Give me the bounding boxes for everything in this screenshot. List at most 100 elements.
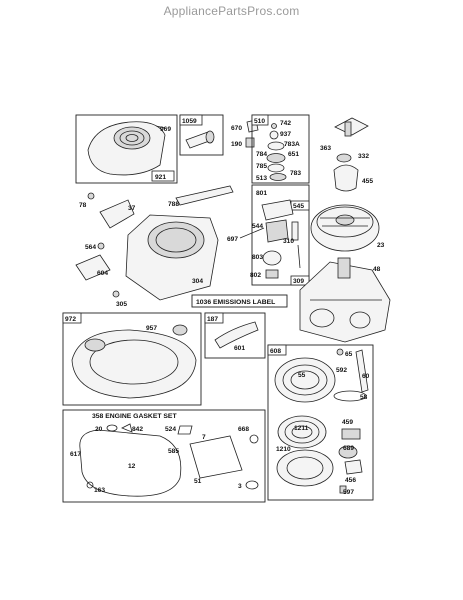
part-1210-label: 1210	[276, 446, 291, 453]
kit-187-group: 187 601	[204, 312, 266, 359]
part-783-label: 783	[290, 170, 301, 177]
part-784-label: 784	[256, 151, 267, 158]
part-937-label: 937	[280, 131, 291, 138]
part-783a-label: 783A	[284, 141, 300, 148]
emissions-label-box	[191, 294, 288, 308]
part-601[interactable]	[214, 321, 259, 349]
part-802[interactable]	[265, 269, 279, 279]
part-592-label: 592	[336, 367, 347, 374]
part-304-label: 304	[192, 278, 203, 285]
part-617-label: 617	[70, 451, 81, 458]
kit-1059-group: 1059	[179, 114, 224, 156]
flywheel-part[interactable]	[310, 204, 380, 252]
part-12-label: 12	[128, 463, 136, 470]
kit-309-group: 309 545 801 544 310 697 803 802	[227, 184, 310, 286]
part-23-label: 23	[377, 242, 385, 249]
kit-187-label: 187	[207, 316, 218, 323]
part-58-label: 58	[360, 394, 368, 401]
kit-972-group: 972 957	[62, 312, 202, 406]
parts-78-37-788: 78 37 788	[79, 185, 234, 229]
part-48-label: 48	[373, 266, 381, 273]
part-1211-label: 1211	[294, 425, 309, 432]
part-455[interactable]	[333, 164, 359, 192]
part-957[interactable]	[172, 324, 188, 336]
gasket-set-box	[62, 409, 266, 503]
emissions-label-group: 1036 EMISSIONS LABEL	[191, 294, 288, 308]
parts-363-332-455: 363 332 455	[320, 117, 373, 192]
part-524-label: 524	[165, 426, 176, 433]
part-802-label: 802	[250, 272, 261, 279]
kit-608-box	[267, 344, 374, 501]
part-597-label: 597	[343, 489, 354, 496]
part-332[interactable]	[336, 153, 352, 163]
part-20-label: 20	[95, 426, 103, 433]
part-7-label: 7	[202, 434, 206, 441]
part-1210-pulley[interactable]	[276, 449, 334, 487]
part-668-label: 668	[238, 426, 249, 433]
crankcase-gasket-part[interactable]	[79, 429, 182, 497]
cylinder-block-part[interactable]	[299, 261, 391, 343]
kit-1059-label: 1059	[182, 118, 197, 125]
part-190-label: 190	[231, 141, 242, 148]
kit-545-label: 545	[293, 203, 304, 210]
part-803-label: 803	[252, 254, 263, 261]
part-544[interactable]	[265, 219, 289, 243]
part-190[interactable]	[245, 137, 255, 148]
part-55-label: 55	[298, 372, 306, 379]
kit-608-label: 608	[270, 348, 281, 355]
part-23-flywheel: 23	[310, 204, 385, 252]
part-363-label: 363	[320, 145, 331, 152]
part-801-label: 801	[256, 190, 267, 197]
part-513-label: 513	[256, 175, 267, 182]
part-310-label: 310	[283, 238, 294, 245]
part-788-label: 788	[168, 201, 179, 208]
part-60-label: 60	[362, 373, 370, 380]
part-37[interactable]	[99, 199, 135, 229]
part-305-label: 305	[116, 301, 127, 308]
part-803[interactable]	[262, 250, 282, 266]
part-651-label: 651	[288, 151, 299, 158]
emissions-label-title: 1036 EMISSIONS LABEL	[196, 299, 275, 306]
part-585-label: 585	[168, 448, 179, 455]
part-332-label: 332	[358, 153, 369, 160]
part-163-label: 163	[94, 487, 105, 494]
part-670-label: 670	[231, 125, 242, 132]
part-48-engine-block: 48	[299, 257, 391, 343]
part-604[interactable]	[75, 254, 111, 281]
part-689[interactable]	[338, 445, 358, 459]
part-65-label: 65	[345, 351, 353, 358]
blower-housing-group: 304 564 604 305	[75, 214, 219, 308]
kit-972-box	[62, 312, 202, 406]
kit-510-group: 510 742 937 783A 784 651 785 513 783	[251, 114, 310, 184]
part-78-label: 78	[79, 202, 87, 209]
part-842-label: 842	[132, 426, 143, 433]
part-742-label: 742	[280, 120, 291, 127]
kit-921-group: 921 969	[75, 114, 178, 184]
kit-608-group: 608 65 592 60 55 58 1211 459 1210 689 45…	[267, 344, 374, 501]
part-564-label: 564	[85, 244, 96, 251]
part-3-label: 3	[238, 483, 242, 490]
part-957-label: 957	[146, 325, 157, 332]
kit-972-label: 972	[65, 316, 76, 323]
part-60[interactable]	[355, 349, 369, 393]
kit-309-box	[251, 184, 310, 286]
kit-921-box	[75, 114, 178, 184]
part-604-label: 604	[97, 270, 108, 277]
starter-clutch-part[interactable]	[334, 117, 369, 136]
gasket-set-title: 358 ENGINE GASKET SET	[92, 413, 177, 420]
part-969-label: 969	[160, 126, 171, 133]
part-456-label: 456	[345, 477, 356, 484]
site-watermark: AppliancePartsPros.com	[163, 4, 300, 18]
part-51-label: 51	[194, 478, 202, 485]
kit-187-box	[204, 312, 266, 359]
part-544-label: 544	[252, 223, 263, 230]
kit-510-label: 510	[254, 118, 265, 125]
screen-part[interactable]	[113, 126, 151, 150]
kit-510-box	[251, 114, 310, 184]
part-801[interactable]	[261, 199, 294, 221]
part-788[interactable]	[175, 185, 234, 206]
part-697-label: 697	[227, 236, 238, 243]
part-785-label: 785	[256, 163, 267, 170]
cylinder-head-gasket-part[interactable]	[189, 435, 243, 479]
kit-921-label: 921	[155, 174, 166, 181]
